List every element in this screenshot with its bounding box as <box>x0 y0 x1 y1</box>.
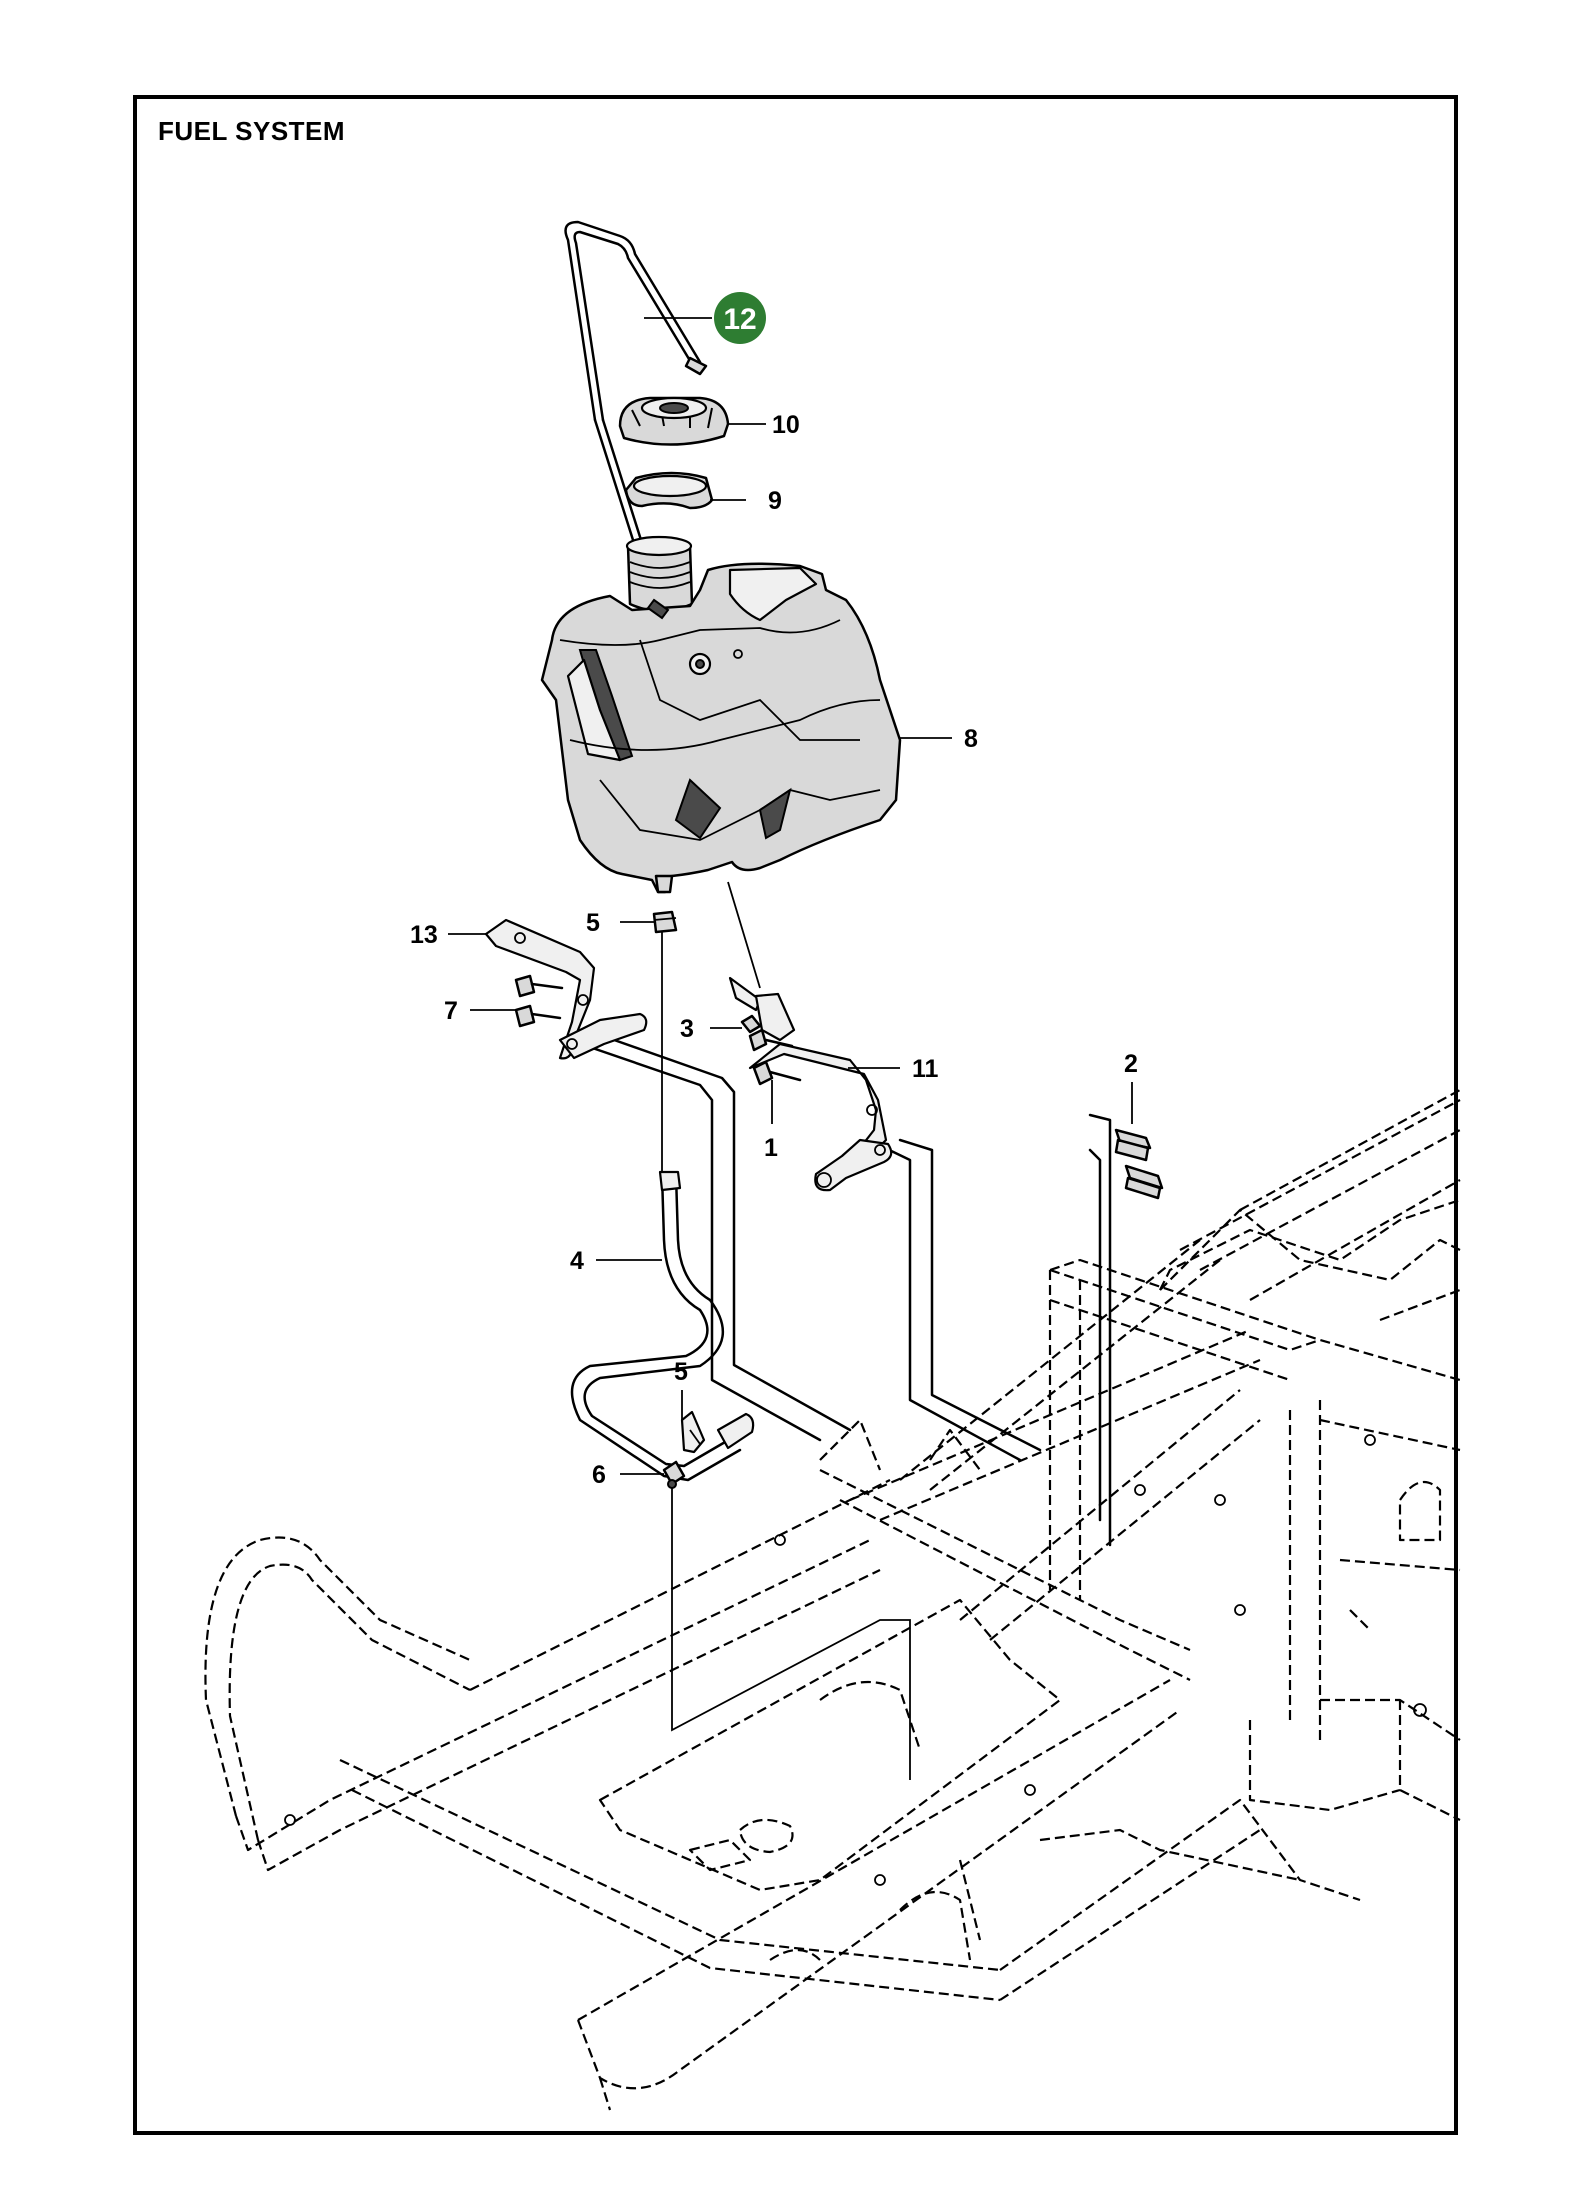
callout-5-lower: 5 <box>674 1358 688 1422</box>
callout-label: 11 <box>912 1055 939 1083</box>
callout-label: 2 <box>1124 1050 1138 1078</box>
chassis-frame <box>204 1089 1461 2111</box>
part-8-fuel-tank <box>540 535 902 894</box>
part-3-clip <box>728 976 762 1034</box>
callout-label: 1 <box>764 1134 778 1162</box>
callout-13: 13 <box>410 921 486 949</box>
part-2-spacers <box>1114 1128 1164 1200</box>
callout-2: 2 <box>1124 1050 1138 1124</box>
page-frame <box>133 95 1458 2135</box>
callout-label: 13 <box>410 921 438 949</box>
callout-label: 5 <box>586 909 600 937</box>
callout-label: 8 <box>964 725 978 753</box>
callout-label: 3 <box>680 1015 694 1043</box>
callout-4: 4 <box>570 1247 662 1275</box>
part-12-vent-hose <box>564 220 708 542</box>
part-6-fuel-filter <box>662 1412 755 1489</box>
callout-9: 9 <box>710 487 782 515</box>
part-10-fuel-cap <box>618 396 730 446</box>
callout-label: 6 <box>592 1461 606 1489</box>
routing-lines <box>573 881 1112 1780</box>
callout-12: 12 <box>644 292 766 344</box>
part-9-gasket-ring <box>624 471 714 510</box>
callout-label: 5 <box>674 1358 688 1386</box>
callout-label: 9 <box>768 487 782 515</box>
page-title: FUEL SYSTEM <box>158 116 346 146</box>
callout-label: 4 <box>570 1247 584 1275</box>
callout-7: 7 <box>444 997 516 1025</box>
callout-label: 7 <box>444 997 458 1025</box>
part-5-clamp-upper <box>652 910 678 934</box>
callout-5-upper: 5 <box>586 909 654 937</box>
part-4-fuel-hose <box>570 1170 742 1482</box>
part-11-bracket <box>748 992 893 1192</box>
part-1-bolt <box>752 1060 802 1086</box>
callout-label: 12 <box>723 303 756 336</box>
callout-label: 10 <box>772 411 800 439</box>
callout-11: 11 <box>848 1055 939 1083</box>
callout-6: 6 <box>592 1461 664 1489</box>
callout-1: 1 <box>764 1080 778 1162</box>
part-13-bracket <box>484 918 648 1060</box>
callout-12-badge <box>714 292 766 344</box>
callout-10: 10 <box>728 411 800 439</box>
part-7-bolts <box>514 974 564 1028</box>
callout-3: 3 <box>680 1015 742 1043</box>
callout-8: 8 <box>900 725 978 753</box>
part-5-clamp-lower <box>680 1410 706 1454</box>
